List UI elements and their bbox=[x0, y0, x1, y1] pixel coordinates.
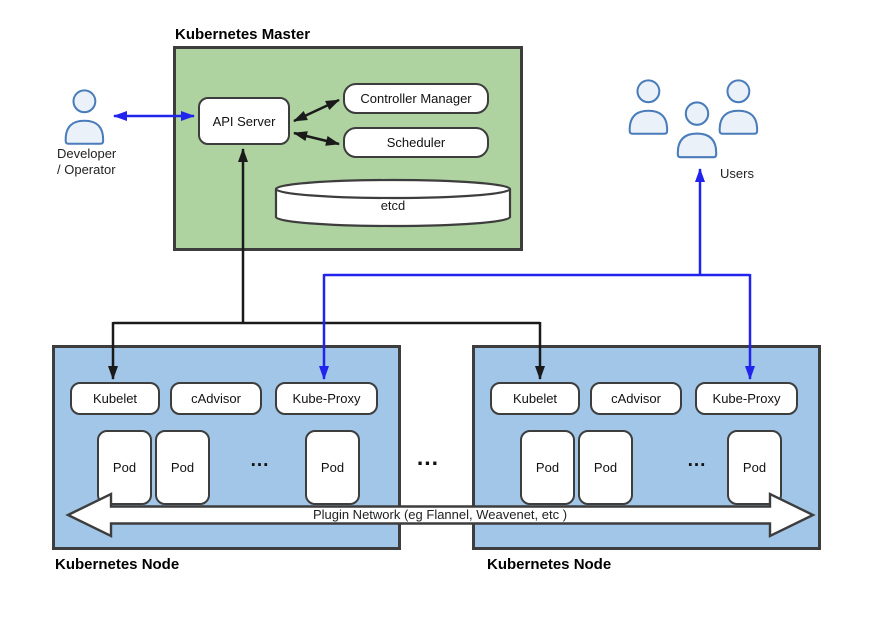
node-left-pod-2: Pod bbox=[155, 430, 210, 505]
node-right-pod-1: Pod bbox=[520, 430, 575, 505]
node-right-kube-proxy-box: Kube-Proxy bbox=[695, 382, 798, 415]
node-left-title: Kubernetes Node bbox=[55, 556, 180, 573]
master-title: Kubernetes Master bbox=[175, 26, 311, 43]
developer-operator-label: Developer / Operator bbox=[57, 146, 177, 178]
user-front-icon bbox=[676, 101, 718, 159]
user-back-left-icon bbox=[628, 79, 669, 135]
plugin-network-label: Plugin Network (eg Flannel, Weavenet, et… bbox=[312, 507, 568, 522]
controller-manager-box: Controller Manager bbox=[343, 83, 489, 114]
nodes-gap-ellipsis: ... bbox=[416, 444, 440, 470]
node-right-kubelet-box: Kubelet bbox=[490, 382, 580, 415]
api-server-box: API Server bbox=[198, 97, 290, 145]
node-left-kube-proxy-box: Kube-Proxy bbox=[275, 382, 378, 415]
node-left-pods-ellipsis: ... bbox=[250, 450, 270, 471]
node-right-pods-ellipsis: ... bbox=[687, 450, 707, 471]
node-right-cadvisor-box: cAdvisor bbox=[590, 382, 682, 415]
developer-icon bbox=[64, 89, 105, 145]
users-label: Users bbox=[720, 166, 754, 181]
node-left-kubelet-box: Kubelet bbox=[70, 382, 160, 415]
node-left-pod-3: Pod bbox=[305, 430, 360, 505]
node-right-pod-3: Pod bbox=[727, 430, 782, 505]
node-left-cadvisor-box: cAdvisor bbox=[170, 382, 262, 415]
scheduler-box: Scheduler bbox=[343, 127, 489, 158]
node-left-pod-1: Pod bbox=[97, 430, 152, 505]
etcd-label: etcd bbox=[380, 198, 406, 213]
developer-label-line1: Developer bbox=[57, 146, 117, 161]
developer-label-line2: / Operator bbox=[57, 162, 116, 177]
node-right-title: Kubernetes Node bbox=[487, 556, 612, 573]
node-right-pod-2: Pod bbox=[578, 430, 633, 505]
user-back-right-icon bbox=[718, 79, 759, 135]
